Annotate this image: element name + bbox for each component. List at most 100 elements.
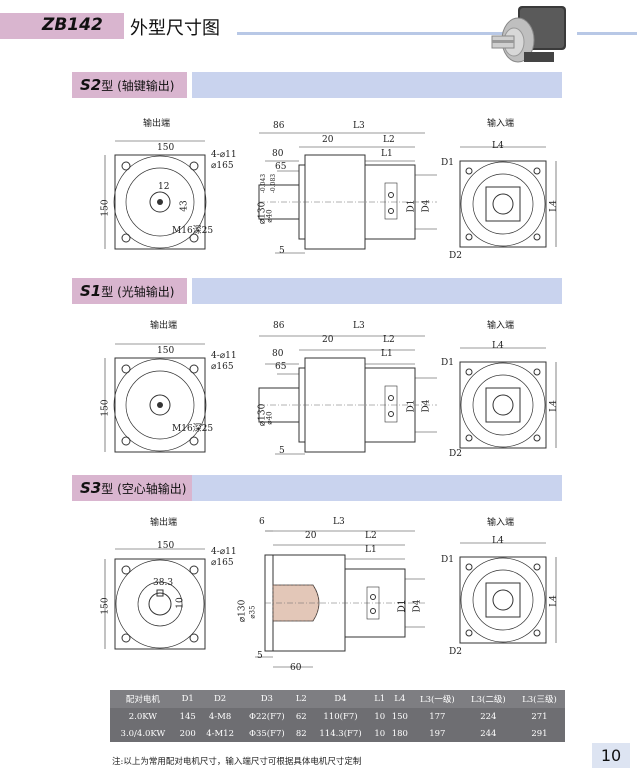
- dim-L4-top: L4: [492, 341, 504, 351]
- dim-60: 60: [290, 663, 302, 673]
- gearbox-photo: [491, 6, 566, 63]
- dim-5: 5: [279, 446, 285, 456]
- output-view-s1: [104, 343, 207, 453]
- dim-D3: D1: [406, 399, 417, 413]
- section-bar-s3: [192, 475, 562, 501]
- tol-lower: -0.083: [270, 173, 278, 194]
- section-tag-s3: [72, 475, 193, 501]
- dim-L3: L3: [333, 517, 345, 527]
- table-cell: 271: [513, 708, 565, 725]
- output-view-s2: [104, 140, 207, 250]
- dim-pcd: ⌀165: [211, 558, 234, 568]
- table-cell: 114.3(F7): [309, 725, 372, 742]
- table-cell: 110(F7): [309, 708, 372, 725]
- side-view-s3: [255, 530, 425, 668]
- dim-150-side: 150: [100, 597, 111, 615]
- dim-L3: L3: [353, 121, 365, 131]
- dim-D3: D1: [397, 599, 408, 613]
- section-tag-s1: [72, 278, 187, 304]
- output-end-label: 输出端: [150, 518, 178, 528]
- side-view-s1: [258, 335, 437, 455]
- key-width: 12: [158, 182, 170, 192]
- table-cell: 10: [371, 708, 388, 725]
- dim-holes: 4-⌀11: [211, 547, 237, 557]
- section-bar-s1: [192, 278, 562, 304]
- table-header: L3(一级): [411, 690, 463, 708]
- table-header: L4: [387, 690, 412, 708]
- dim-150-side: 150: [100, 399, 111, 417]
- table-cell: 244: [462, 725, 514, 742]
- table-header: L3(二级): [462, 690, 514, 708]
- dim-6: 6: [259, 517, 265, 527]
- dim-D3: D1: [406, 199, 417, 213]
- dim-40: ⌀40: [265, 209, 274, 223]
- section-label-s3: S3型 (空心轴输出): [80, 479, 187, 497]
- dim-L2: L2: [383, 135, 395, 145]
- table-cell: 4-M12: [199, 725, 241, 742]
- header-rule-right: [577, 32, 637, 35]
- section-bar-s2: [192, 72, 562, 98]
- dim-D1: D1: [441, 555, 454, 565]
- page-number: 10: [592, 743, 630, 768]
- table-header: L3(三级): [513, 690, 565, 708]
- dim-65: 65: [275, 362, 287, 372]
- dim-D2: D2: [449, 647, 462, 657]
- table-cell: 3.0/4.0KW: [110, 725, 176, 742]
- thread-label: M16深25: [172, 424, 214, 434]
- model-name: ZB142: [42, 15, 103, 35]
- tol-upper: -0.043: [260, 173, 268, 194]
- table-cell: 150: [387, 708, 412, 725]
- dim-D4: D4: [412, 599, 423, 613]
- output-end-label: 输出端: [143, 119, 171, 129]
- table-cell: 197: [411, 725, 463, 742]
- table-cell: 82: [293, 725, 310, 742]
- dim-150-top: 150: [157, 143, 175, 153]
- table-header: L1: [371, 690, 388, 708]
- dim-150-top: 150: [157, 541, 175, 551]
- header-rule: [237, 32, 512, 35]
- dim-80: 80: [272, 349, 284, 359]
- dim-L1: L1: [381, 149, 393, 159]
- dim-L4-side: L4: [548, 400, 559, 412]
- table-cell: 10: [371, 725, 388, 742]
- input-view-s1: [459, 347, 557, 449]
- spec-table: 配对电机 D1 D2 D3 L2 D4 L1 L4 L3(一级) L3(二级) …: [110, 690, 565, 742]
- dim-D2: D2: [449, 251, 462, 261]
- table-row: 3.0/4.0KW 200 4-M12 Φ35(F7) 82 114.3(F7)…: [110, 725, 565, 742]
- dim-L1: L1: [365, 545, 377, 555]
- output-end-label: 输出端: [150, 321, 178, 331]
- header-title-bg: [0, 13, 124, 39]
- dim-pcd: ⌀165: [211, 362, 234, 372]
- dim-86: 86: [273, 121, 285, 131]
- output-view-s3: [104, 548, 206, 650]
- table-cell: 291: [513, 725, 565, 742]
- input-end-label: 输入端: [487, 321, 515, 331]
- dim-5: 5: [279, 246, 285, 256]
- dim-35: ⌀35: [248, 605, 257, 619]
- input-end-label: 输入端: [487, 119, 515, 129]
- table-header: D3: [240, 690, 294, 708]
- dim-L2: L2: [365, 531, 377, 541]
- table-header: D2: [199, 690, 241, 708]
- table-cell: 200: [175, 725, 200, 742]
- dim-86: 86: [273, 321, 285, 331]
- dim-L3: L3: [353, 321, 365, 331]
- table-cell: 145: [175, 708, 200, 725]
- dim-D2: D2: [449, 449, 462, 459]
- table-header: L2: [293, 690, 310, 708]
- table-cell: Φ22(F7): [240, 708, 294, 725]
- dim-L4-side: L4: [548, 200, 559, 212]
- dim-D1: D1: [441, 358, 454, 368]
- table-header: 配对电机: [110, 690, 176, 708]
- dim-65: 65: [275, 162, 287, 172]
- dim-D4: D4: [421, 199, 432, 213]
- dim-20: 20: [305, 531, 317, 541]
- input-view-s3: [459, 542, 557, 644]
- table-cell: 180: [387, 725, 412, 742]
- dim-holes: 4-⌀11: [211, 351, 237, 361]
- footnote: 注:以上为常用配对电机尺寸，输入端尺寸可根据具体电机尺寸定制: [112, 757, 362, 767]
- page-title: 外型尺寸图: [130, 18, 220, 39]
- section-label-s1: S1型 (光轴输出): [80, 282, 175, 300]
- dim-L4-side: L4: [548, 595, 559, 607]
- dim-20: 20: [322, 335, 334, 345]
